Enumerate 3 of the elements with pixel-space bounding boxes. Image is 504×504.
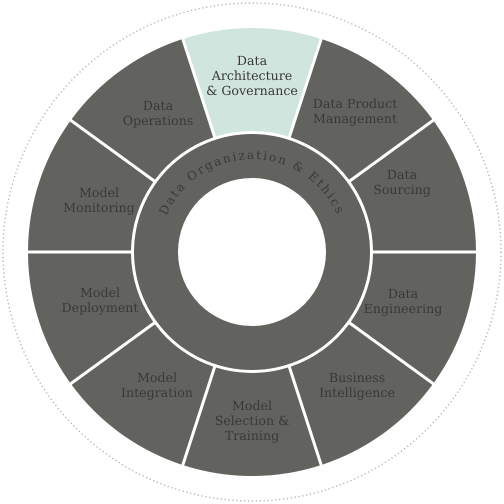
segment-label: Data Architecture & Governance [206,52,298,98]
ring-segment [290,324,433,465]
ring-segment [71,324,214,465]
